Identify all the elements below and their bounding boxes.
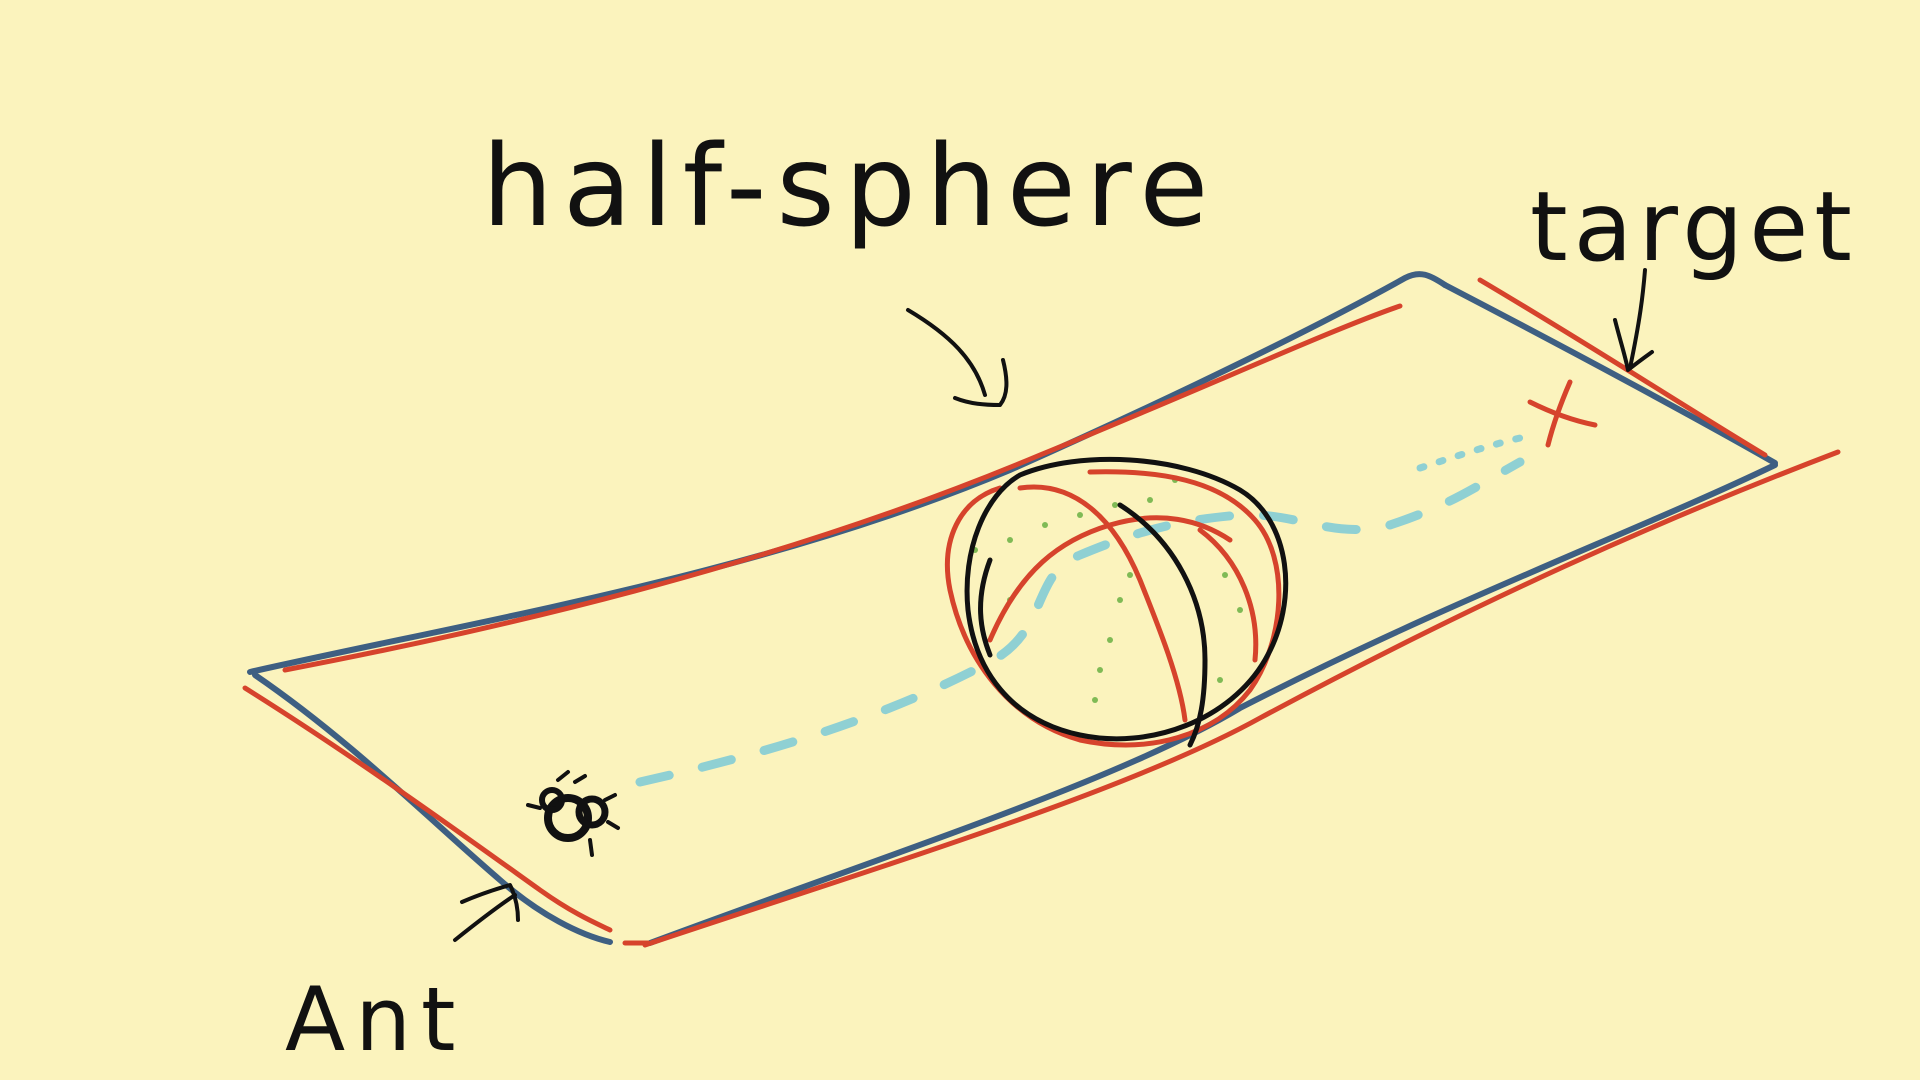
plane-top-edge-red — [282, 303, 1403, 673]
plane-right-edge-blue — [1442, 282, 1778, 466]
half-sphere-arc-red-right — [1197, 527, 1259, 663]
plane-left-edge-red — [242, 685, 613, 933]
plane-top-edge-blue — [247, 271, 1448, 675]
plane-bottom-edge-red — [642, 449, 1841, 948]
plane-bottom-edge-blue — [647, 462, 1778, 946]
arrow-target-head — [1613, 318, 1654, 372]
arrow-target — [1628, 268, 1647, 370]
label-ant: Ant — [285, 968, 465, 1071]
label-target: target — [1530, 171, 1858, 283]
half-sphere-meridian-black — [1117, 502, 1208, 748]
annotation-arrows — [453, 268, 1654, 942]
x-mark-icon — [1527, 379, 1598, 448]
ant-icon — [526, 770, 620, 857]
plane-left-edge-blue — [252, 672, 613, 945]
label-half-sphere: half-sphere — [482, 122, 1218, 252]
ant-path — [635, 434, 1525, 787]
arrow-half-sphere-head — [953, 358, 1009, 407]
half-sphere-black — [964, 456, 1289, 748]
sphere-guide-dots — [972, 477, 1243, 703]
plane-outline-blue — [247, 271, 1778, 946]
arrow-half-sphere — [906, 308, 987, 397]
arrow-ant-head — [460, 883, 520, 922]
half-sphere-arc-red-top — [987, 515, 1233, 643]
half-sphere-red — [944, 469, 1282, 748]
arrow-ant — [453, 893, 517, 942]
ant-path-dashed — [635, 457, 1525, 787]
plane-outline-red — [242, 277, 1841, 948]
half-sphere-inner-curve-black — [978, 557, 993, 658]
ant-path-dotted-end — [1416, 434, 1524, 472]
plane-right-edge-red — [1477, 277, 1768, 458]
half-sphere-outline-red — [944, 469, 1282, 748]
half-sphere-outline-black — [964, 456, 1289, 742]
half-sphere-arc-red-left — [1017, 484, 1188, 723]
